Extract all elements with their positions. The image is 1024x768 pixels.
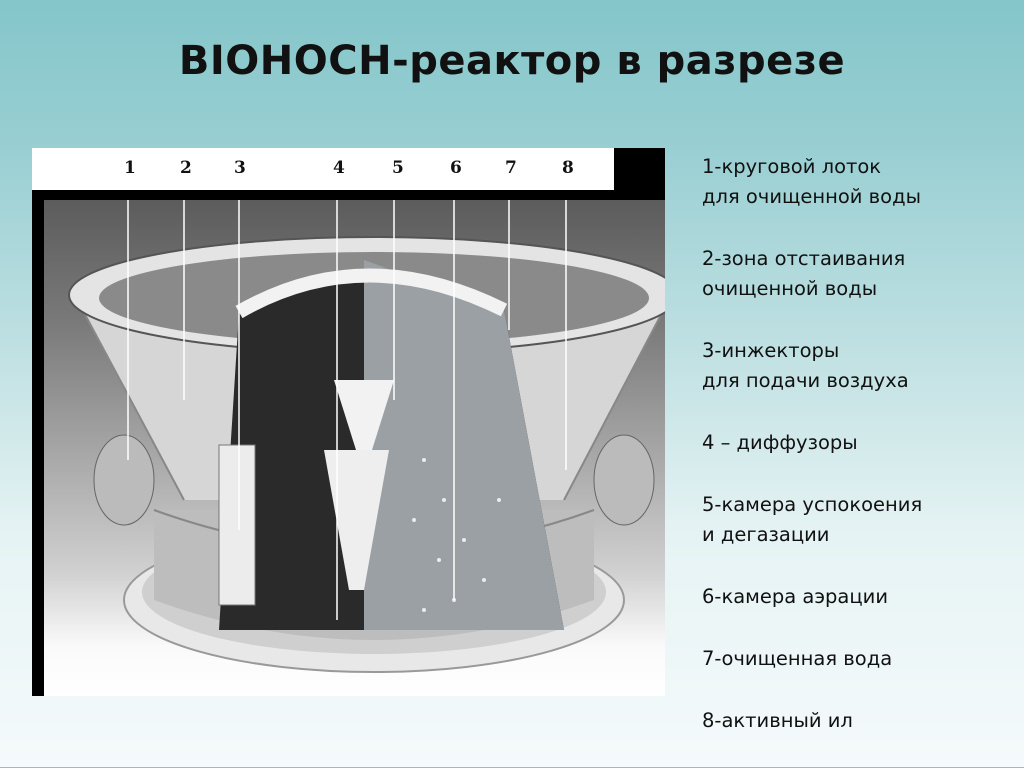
legend-item-4: 4 – диффузоры (702, 431, 858, 454)
callout-number-bar: 1 2 3 4 5 6 7 8 (32, 148, 614, 190)
callout-number-5: 5 (392, 158, 404, 178)
callout-number-7: 7 (505, 158, 517, 178)
legend-item-3: 3-инжекторы для подачи воздуха (702, 339, 909, 392)
legend-item-2: 2-зона отстаивания очищенной воды (702, 247, 906, 300)
legend-item-1: 1-круговой лоток для очищенной воды (702, 155, 921, 208)
legend-item-6: 6-камера аэрации (702, 585, 889, 608)
callout-number-2: 2 (180, 158, 192, 178)
reactor-cutaway-figure: 1 2 3 4 5 6 7 8 (32, 148, 665, 696)
callout-number-6: 6 (450, 158, 462, 178)
callout-number-3: 3 (234, 158, 246, 178)
reactor-illustration (44, 200, 665, 696)
callout-number-4: 4 (333, 158, 345, 178)
legend: 1-круговой лоток для очищенной воды 2-зо… (702, 152, 1002, 768)
reactor-drawing-icon (68, 200, 665, 673)
callout-number-8: 8 (562, 158, 574, 178)
slide-title: BIOHOCH-реактор в разрезе (178, 38, 846, 84)
legend-item-5: 5-камера успокоения и дегазации (702, 493, 923, 546)
legend-item-7: 7-очищенная вода (702, 647, 893, 670)
callout-number-1: 1 (124, 158, 136, 178)
legend-item-8: 8-активный ил (702, 709, 853, 732)
